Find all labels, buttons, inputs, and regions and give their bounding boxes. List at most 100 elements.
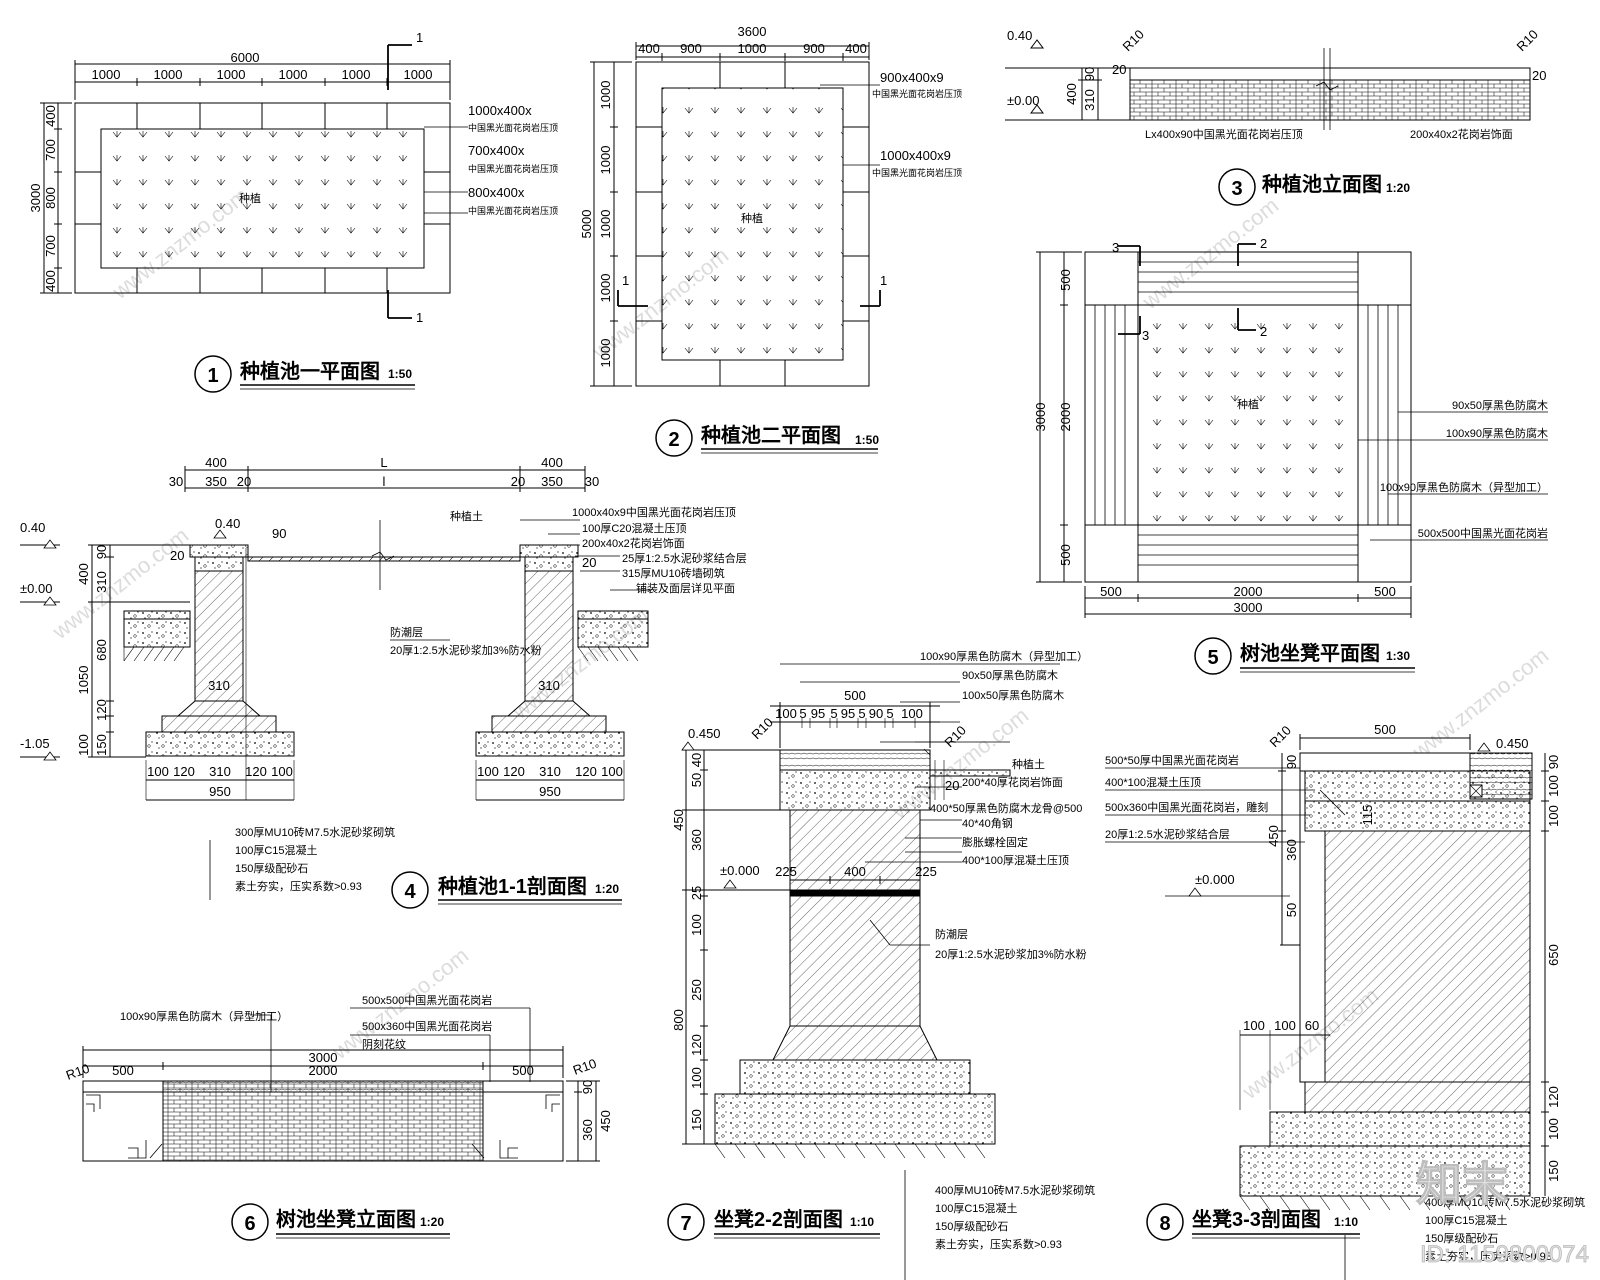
title-block-1: 1 种植池一平面图 1:50: [194, 355, 415, 393]
dim-v: 650: [1546, 944, 1561, 966]
dim: 30: [169, 474, 183, 489]
cut-mark: 3: [1112, 240, 1119, 255]
view-scale: 1:20: [595, 882, 619, 896]
dim-v: 90: [94, 545, 109, 559]
dim: 30: [585, 474, 599, 489]
note: 90x50厚黑色防腐木: [962, 668, 1058, 682]
note: 500x500中国黑光面花岗岩: [362, 993, 492, 1007]
dim-total: 3000: [309, 1050, 338, 1065]
dim-seg: 100: [901, 706, 923, 721]
dim-v: 100: [689, 914, 704, 936]
note: 500x360中国黑光面花岗岩，雕刻: [1105, 800, 1268, 814]
dim-bot: 60: [1305, 1018, 1319, 1033]
note: 100厚C15混凝土: [235, 843, 318, 857]
dim-mid: 400: [844, 864, 866, 879]
dim-v: 1050: [76, 666, 91, 695]
base-width: 950: [539, 784, 561, 799]
note: 膨胀螺栓固定: [962, 835, 1028, 849]
title-block-7: 7 坐凳2-2剖面图 1:10: [667, 1203, 880, 1241]
view-number: 8: [1159, 1213, 1170, 1235]
plan-view-5-text: 3000 500 2000 500 500 2000 500 3000 种植 2…: [1033, 236, 1548, 615]
note-size: 700x400x: [468, 143, 525, 158]
plant-soil: 种植土: [450, 509, 483, 523]
base-seg: 100: [601, 764, 623, 779]
level: -1.05: [20, 736, 50, 751]
title-block-5: 5 树池坐凳平面图 1:30: [1194, 637, 1415, 675]
view-title: 坐凳3-3剖面图: [1192, 1207, 1321, 1231]
note: 400*50厚黑色防腐木龙骨@500: [930, 801, 1082, 815]
title-block-3: 3 种植池立面图 1:20: [1218, 168, 1410, 206]
note: 500x500中国黑光面花岗岩: [1418, 526, 1548, 540]
note: 100x90厚黑色防腐木: [1446, 426, 1548, 440]
cut-mark: 1: [416, 310, 423, 325]
dim-v: 100: [1546, 775, 1561, 797]
dim-seg: 2000: [309, 1063, 338, 1078]
note: 200x40x2花岗岩饰面: [582, 536, 685, 550]
view-number: 7: [680, 1213, 691, 1235]
dim-v: 450: [598, 1110, 613, 1132]
note: 1000x40x9中国黑光面花岗岩压顶: [572, 505, 736, 519]
dim-hseg: 500: [1058, 544, 1073, 566]
view-number: 1: [207, 365, 218, 387]
view-scale: 1:10: [850, 1215, 874, 1229]
dim-v: 120: [94, 699, 109, 721]
base-seg: 120: [173, 764, 195, 779]
dim-mid: 225: [775, 864, 797, 879]
dim: 20: [945, 778, 959, 793]
view-title: 种植池二平面图: [700, 423, 841, 447]
dim-seg: 1000: [342, 67, 371, 82]
section-view-4: [20, 466, 650, 900]
view-scale: 1:50: [855, 433, 879, 447]
radius: R10: [64, 1061, 92, 1083]
dim-seg: 500: [512, 1063, 534, 1078]
base-seg: 100: [147, 764, 169, 779]
dim: 20: [170, 548, 184, 563]
dim-total-height: 3000: [28, 184, 43, 213]
view-title: 树池坐凳立面图: [276, 1207, 416, 1231]
dim-v: 90: [1284, 755, 1299, 769]
note-desc: 中国黑光面花岗岩压顶: [468, 122, 558, 133]
plan-view-2: [590, 42, 881, 387]
note-size: 800x400x: [468, 185, 525, 200]
dim-v: 115: [1360, 805, 1375, 826]
dim-v: 90: [580, 1080, 595, 1094]
note: 防潮层: [935, 927, 968, 941]
section-view-8: [1105, 734, 1549, 1280]
level-top: 0.40: [1007, 28, 1032, 43]
elevation-view-6-text: 3000 500 2000 500 R10 R10 450 90 360 100…: [64, 993, 613, 1141]
note: 315厚MU10砖墙砌筑: [622, 566, 725, 580]
radius: R10: [1267, 723, 1294, 750]
view-number: 3: [1231, 178, 1242, 200]
view-number: 6: [244, 1213, 255, 1235]
cut-mark: 3: [1142, 328, 1149, 343]
view-number: 2: [668, 429, 679, 451]
dim-vseg: 400: [43, 105, 58, 127]
note-desc: 中国黑光面花岗岩压顶: [872, 88, 962, 99]
base-seg: 100: [477, 764, 499, 779]
note-desc: 中国黑光面花岗岩压顶: [468, 205, 558, 216]
dim-seg: 900: [803, 41, 825, 56]
level: ±0.000: [1195, 872, 1235, 887]
dim-wseg: 2000: [1234, 584, 1263, 599]
dim-v: 40: [689, 753, 704, 767]
dim-seg: 90: [869, 706, 883, 721]
elevation-view-6: [82, 1007, 600, 1162]
cut-mark: 2: [1260, 324, 1267, 339]
elevation-view-3: [1005, 39, 1531, 130]
view-scale: 1:50: [388, 367, 412, 381]
section-view-7-text: 500 100 5 95 5 95 5 90 5 100 0.450 ±0.00…: [671, 649, 1095, 1251]
section-view-7: [681, 663, 1060, 1280]
dim-vseg: 1000: [598, 210, 613, 239]
note: Lx400x90中国黑光面花岗岩压顶: [1145, 127, 1303, 141]
note: 素土夯实，压实系数>0.93: [935, 1237, 1062, 1251]
note: 25厚1:2.5水泥砂浆结合层: [622, 551, 747, 565]
dim-total-height: 5000: [579, 210, 594, 239]
plant-label: 种植: [741, 211, 763, 225]
dim-seg: 400: [845, 41, 867, 56]
base-width: 950: [209, 784, 231, 799]
dim-bot: 100: [1243, 1018, 1265, 1033]
dim-top: 500: [1374, 722, 1396, 737]
note: 素土夯实，压实系数>0.93: [1425, 1249, 1552, 1263]
watermark: www.znzmo.com: [1407, 643, 1553, 765]
view-scale: 1:20: [420, 1215, 444, 1229]
